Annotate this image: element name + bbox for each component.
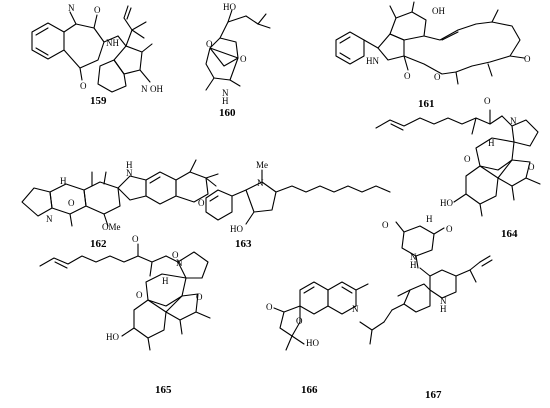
atom-label: OMe <box>102 222 121 232</box>
atom-label: N <box>510 116 517 126</box>
atom-label: O <box>172 250 179 260</box>
atom-label: O <box>266 302 273 312</box>
structure-160: HO O O N H <box>205 2 271 106</box>
atom-label: H <box>440 304 447 314</box>
atom-label: O <box>404 71 411 81</box>
compound-label-159: 159 <box>90 95 107 107</box>
atom-label: O <box>484 96 491 106</box>
atom-label: H <box>488 138 495 148</box>
atom-label: H <box>426 214 433 224</box>
atom-label: H <box>60 176 67 186</box>
atom-label: NH <box>106 38 119 48</box>
atom-label: N <box>440 296 447 306</box>
compound-label-166: 166 <box>301 384 318 396</box>
atom-label: H <box>410 260 417 270</box>
compound-label-164: 164 <box>501 228 518 240</box>
atom-label: N <box>410 252 417 262</box>
compound-label-162: 162 <box>90 238 107 250</box>
atom-label: HO <box>230 224 243 234</box>
atom-label: O <box>382 220 389 230</box>
atom-label: N <box>176 258 183 268</box>
structure-166: O N O HO <box>266 281 369 351</box>
atom-label: O <box>196 292 203 302</box>
atom-label: OH <box>150 84 163 94</box>
atom-label: HO <box>440 198 453 208</box>
atom-label: H <box>126 160 133 170</box>
compound-label-163: 163 <box>235 238 252 250</box>
atom-label: O <box>136 290 143 300</box>
atom-label: O <box>446 224 453 234</box>
atom-label: O <box>296 316 303 326</box>
atom-label: O <box>198 198 205 208</box>
atom-label: H <box>222 96 229 106</box>
atom-label: HO <box>223 2 236 12</box>
atom-label: O <box>528 162 535 172</box>
atom-label: O <box>206 39 213 49</box>
structure-164: O N H O O HO <box>375 96 541 217</box>
atom-label: O <box>434 72 441 82</box>
structure-159: N O NH N OH O <box>31 3 163 94</box>
atom-label: Me <box>256 160 268 170</box>
compound-label-160: 160 <box>219 107 236 119</box>
compound-label-161: 161 <box>418 98 435 110</box>
compound-label-165: 165 <box>155 384 172 396</box>
atom-label: O <box>80 81 87 91</box>
atom-label: O <box>68 198 75 208</box>
atom-label: N <box>68 3 75 13</box>
structure-167: O N H O H N H <box>359 214 493 345</box>
compound-label-167: 167 <box>425 389 442 401</box>
atom-label: O <box>132 234 139 244</box>
structure-162: H N H N O OMe O <box>21 159 219 232</box>
atom-label: N <box>126 168 133 178</box>
atom-label: OH <box>432 6 445 16</box>
atom-label: HO <box>106 332 119 342</box>
atom-label: O <box>240 54 247 64</box>
atom-label: N <box>257 178 264 188</box>
structure-163: Me N HO <box>205 160 391 234</box>
atom-label: O <box>464 154 471 164</box>
atom-label: HO <box>306 338 319 348</box>
atom-label: HN <box>366 56 379 66</box>
structure-165: O O N H O O HO <box>39 234 211 351</box>
atom-label: O <box>524 54 531 64</box>
atom-label: N <box>222 88 229 98</box>
atom-label: O <box>94 5 101 15</box>
atom-label: H <box>162 276 169 286</box>
atom-label: N <box>141 84 148 94</box>
atom-label: N <box>352 304 359 314</box>
structure-161: OH HN O O O <box>335 1 531 85</box>
atom-label: N <box>46 214 53 224</box>
